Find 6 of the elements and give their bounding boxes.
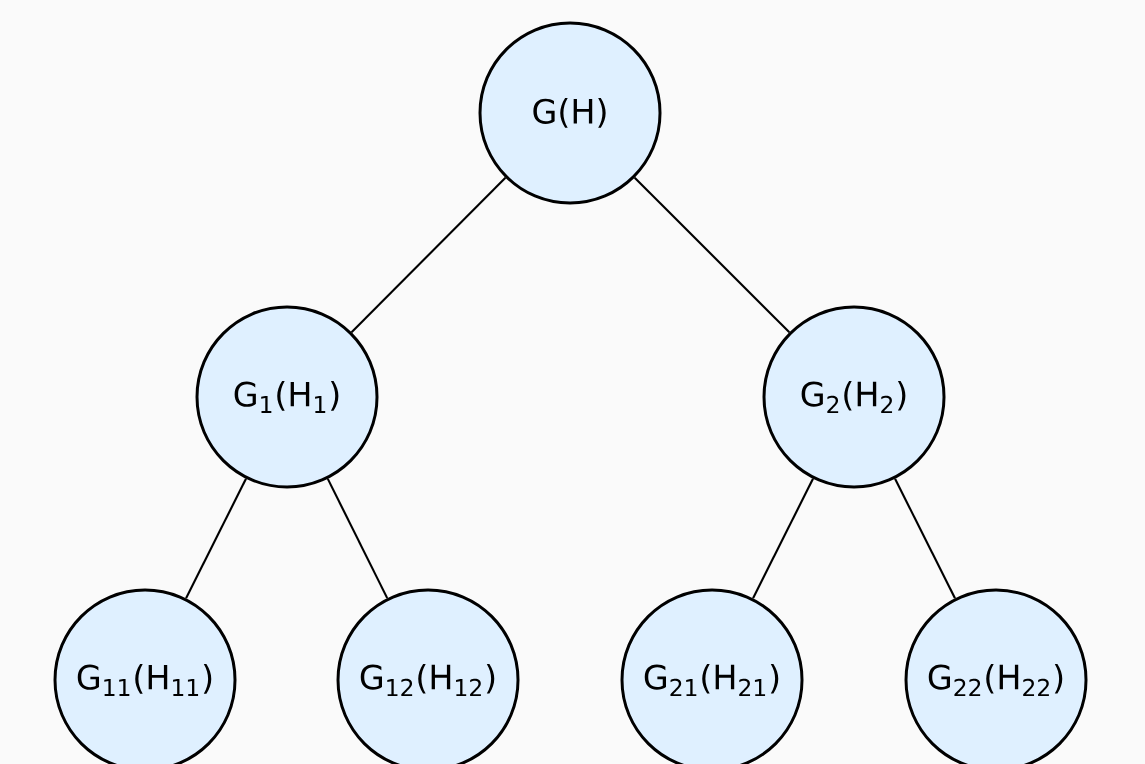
tree-edge: [185, 478, 247, 599]
tree-edge: [752, 478, 814, 599]
tree-edge: [350, 177, 507, 333]
tree-edge: [326, 478, 389, 599]
tree-edge: [633, 176, 791, 334]
tree-edge: [894, 478, 956, 599]
